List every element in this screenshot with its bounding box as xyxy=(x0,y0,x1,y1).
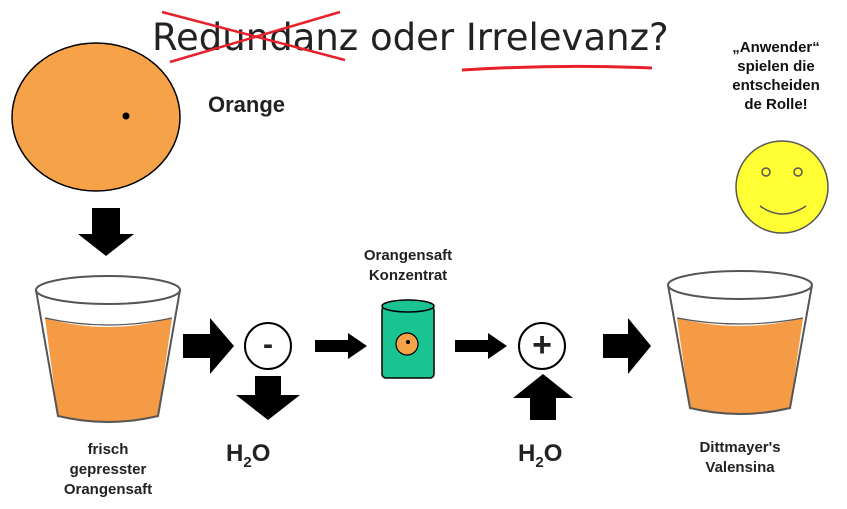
product-label-line-1: Dittmayer's xyxy=(699,439,781,456)
water-o: O xyxy=(543,440,563,467)
note-line-2: spielen die xyxy=(737,58,815,75)
irrelevanz-underline xyxy=(461,64,653,72)
water-removed-label: H2O xyxy=(226,440,270,471)
arrow-right-2 xyxy=(315,333,367,359)
product-label-line-2: Valensina xyxy=(705,459,775,476)
user-note: „Anwender“ spielen die entscheiden de Ro… xyxy=(712,38,840,114)
water-added-label: H2O xyxy=(518,440,562,471)
product-label: Dittmayer's Valensina xyxy=(670,438,810,478)
minus-circle xyxy=(244,322,292,370)
concentrate-label-line-2: Konzentrat xyxy=(368,267,448,284)
arrow-up-water xyxy=(513,374,573,420)
water-subscript: 2 xyxy=(535,453,544,471)
note-line-1: „Anwender“ xyxy=(732,39,820,56)
fresh-juice-glass xyxy=(35,275,181,423)
fresh-juice-label: frisch gepresster Orangensaft xyxy=(38,440,178,500)
water-o: O xyxy=(251,440,271,467)
arrow-right-4 xyxy=(603,318,651,374)
fresh-juice-line-2: gepresster xyxy=(69,461,147,478)
orange-label: Orange xyxy=(208,92,286,117)
arrow-right-3 xyxy=(455,333,507,359)
slide-title: Redundanz oder Irrelevanz? xyxy=(152,16,669,59)
water-subscript: 2 xyxy=(243,453,252,471)
concentrate-can xyxy=(381,299,435,379)
title-oder: oder xyxy=(370,16,455,59)
water-h: H xyxy=(518,440,536,467)
arrow-right-1 xyxy=(183,318,234,374)
orange-fruit xyxy=(11,42,181,192)
concentrate-label-line-1: Orangensaft xyxy=(363,247,453,264)
arrow-down-orange xyxy=(78,208,134,256)
valensina-glass xyxy=(667,270,813,415)
plus-circle xyxy=(518,322,566,370)
fresh-juice-line-1: frisch xyxy=(87,441,129,458)
note-line-3: entscheiden xyxy=(732,77,820,94)
arrow-down-water xyxy=(236,376,300,420)
fresh-juice-line-3: Orangensaft xyxy=(63,481,153,498)
title-irrelevanz: Irrelevanz? xyxy=(465,16,669,59)
water-h: H xyxy=(226,440,244,467)
concentrate-label: Orangensaft Konzentrat xyxy=(338,246,478,286)
plus-sign: + xyxy=(532,326,552,364)
smiley-face xyxy=(735,140,829,234)
strike-cross xyxy=(161,10,346,64)
minus-sign: - xyxy=(263,328,273,361)
note-line-4: de Rolle! xyxy=(744,96,808,113)
orange-navel xyxy=(122,112,130,120)
